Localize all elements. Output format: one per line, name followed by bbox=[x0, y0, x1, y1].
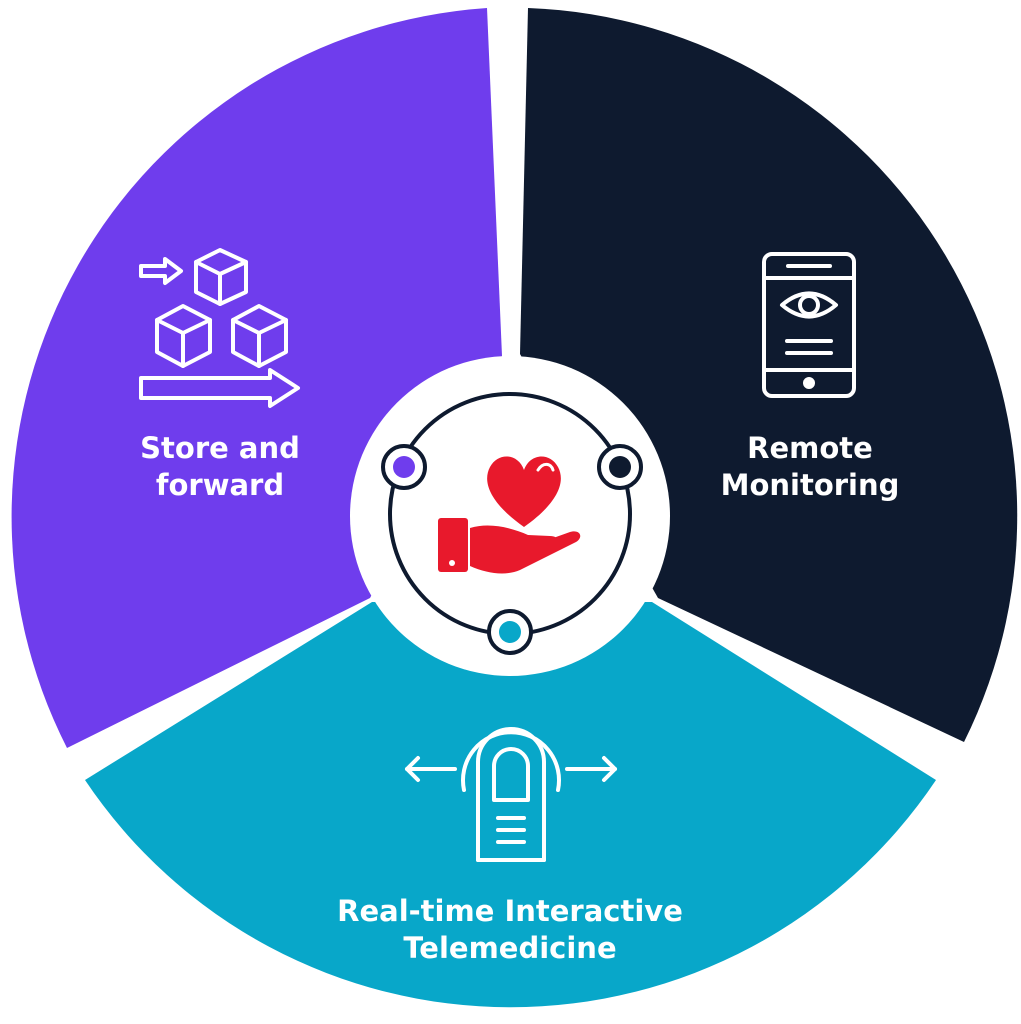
real-time-telemedicine-label-line-1: Real-time Interactive bbox=[337, 894, 683, 928]
finger-touch-swipe-icon bbox=[405, 727, 617, 862]
remote-monitoring-label-line-1: Remote bbox=[747, 431, 873, 465]
tablet-eye-icon bbox=[762, 252, 856, 398]
heart-in-hand-icon bbox=[438, 456, 581, 574]
center-cycle-ring bbox=[381, 392, 643, 655]
real-time-telemedicine-label-line-2: Telemedicine bbox=[403, 931, 617, 965]
remote-monitoring-label: Remote Monitoring bbox=[700, 430, 920, 504]
store-and-forward-label-line-1: Store and bbox=[140, 431, 300, 465]
remote-monitoring-label-line-2: Monitoring bbox=[720, 468, 900, 502]
boxes-conveyor-icon bbox=[139, 248, 300, 408]
store-and-forward-label-line-2: forward bbox=[155, 468, 285, 502]
segment-real-time-interactive-telemedicine bbox=[85, 602, 936, 1008]
real-time-telemedicine-label: Real-time Interactive Telemedicine bbox=[280, 893, 740, 967]
store-and-forward-label: Store and forward bbox=[110, 430, 330, 504]
